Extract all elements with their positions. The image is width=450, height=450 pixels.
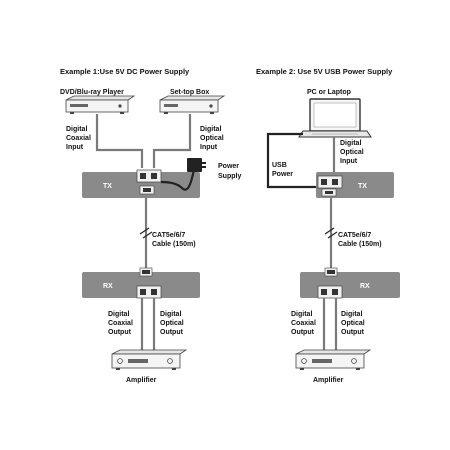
dvd-player-label: DVD/Blu-ray Player (60, 89, 124, 96)
example1-title: Example 1:Use 5V DC Power Supply (60, 67, 190, 76)
power-adapter-icon (187, 158, 206, 172)
rx-label-example2: RX (360, 283, 370, 290)
usb-power-label: USB Power (272, 162, 293, 178)
amplifier-label-example1: Amplifier (126, 377, 157, 384)
cable-break-icon (139, 227, 153, 239)
cable-label-example2: CAT5e/6/7 Cable (150m) (338, 232, 382, 248)
optical-input-label: Digital Optical Input (200, 126, 226, 151)
cable-label-example1: CAT5e/6/7 Cable (150m) (152, 232, 196, 248)
optical-input-label-example2: Digital Optical Input (340, 140, 366, 165)
dvd-player-device (65, 95, 136, 114)
optical-output-label-example2: Digital Optical Output (341, 311, 367, 336)
amplifier-label-example2: Amplifier (313, 377, 344, 384)
pc-laptop-label: PC or Laptop (307, 89, 351, 96)
amplifier-device-example2 (295, 349, 372, 370)
tx-label-example2: TX (358, 183, 367, 190)
rx-label: RX (103, 283, 113, 290)
set-top-box-device (159, 95, 226, 114)
coaxial-input-label: Digital Coaxial Input (66, 126, 93, 151)
coaxial-output-label-example2: Digital Coaxial Output (291, 311, 318, 336)
rx-unit-example2: RX (300, 267, 400, 299)
coaxial-input-cable (95, 114, 144, 168)
usb-power-cable (266, 132, 318, 189)
optical-output-label: Digital Optical Output (160, 311, 186, 336)
cable-break-icon-example2 (324, 227, 338, 239)
example2-title: Example 2: Use 5V USB Power Supply (256, 67, 393, 76)
power-cable (160, 169, 196, 191)
set-top-box-label: Set-top Box (170, 89, 209, 96)
coaxial-output-label: Digital Coaxial Output (108, 311, 135, 336)
tx-label: TX (103, 183, 112, 190)
tx-unit-example1: TX (82, 169, 200, 198)
tx-unit-example2: TX (316, 172, 394, 198)
laptop-icon (298, 98, 372, 138)
rx-unit-example1: RX (82, 267, 200, 299)
power-supply-label: Power Supply (218, 163, 241, 180)
amplifier-device-example1 (111, 349, 188, 370)
optical-input-cable (152, 114, 192, 168)
